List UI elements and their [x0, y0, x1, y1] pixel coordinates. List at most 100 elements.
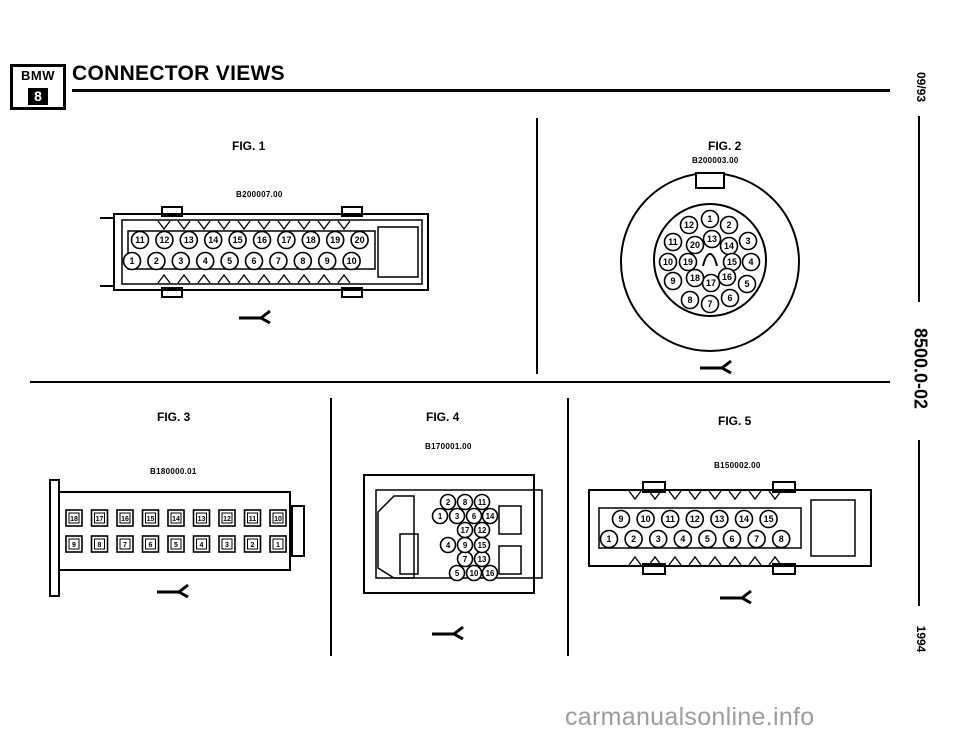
svg-text:5: 5 — [227, 256, 232, 266]
svg-text:12: 12 — [684, 220, 694, 230]
svg-text:1: 1 — [438, 512, 443, 521]
divider-vertical-bottom-right — [567, 398, 569, 656]
svg-text:11: 11 — [665, 514, 674, 524]
fig5-pin-8: 8 — [771, 529, 791, 549]
fig5-pin-5: 5 — [698, 529, 717, 549]
svg-text:18: 18 — [70, 516, 78, 523]
fig4-pin-5: 5 — [448, 564, 466, 582]
svg-text:4: 4 — [446, 541, 451, 550]
svg-text:16: 16 — [257, 235, 267, 245]
fig1-pin-10: 10 — [342, 251, 361, 271]
svg-text:3: 3 — [455, 512, 460, 521]
svg-text:13: 13 — [198, 516, 206, 523]
svg-text:4: 4 — [680, 534, 685, 544]
fig3-label: FIG. 3 — [157, 410, 191, 424]
svg-text:11: 11 — [668, 237, 677, 247]
fig4-part-number: B170001.00 — [425, 442, 472, 451]
fig2-label: FIG. 2 — [708, 139, 742, 153]
watermark-text: carmanualsonline.info — [565, 703, 815, 731]
fig5-pin-11: 11 — [660, 509, 680, 529]
fig4-pin-14: 14 — [481, 507, 499, 525]
fig5-part-number: B150002.00 — [714, 461, 761, 470]
svg-text:11: 11 — [135, 235, 144, 245]
fig4-label: FIG. 4 — [426, 410, 460, 424]
fig1-pin-18: 18 — [301, 230, 321, 250]
fig5-lock-arrow-icon — [720, 589, 752, 604]
svg-text:1: 1 — [708, 214, 713, 224]
fig1-pin-7: 7 — [269, 251, 288, 271]
svg-text:2: 2 — [727, 220, 732, 230]
fig2-pin-20: 20 — [685, 235, 705, 255]
fig1-label: FIG. 1 — [232, 139, 266, 153]
svg-text:6: 6 — [730, 534, 735, 544]
fig5-pin-2: 2 — [624, 529, 643, 549]
fig3-pin-18: 18 — [65, 509, 83, 527]
side-year: 1994 — [914, 625, 928, 653]
fig2-pin-16: 16 — [717, 267, 737, 287]
divider-vertical-bottom-left — [330, 398, 332, 656]
svg-text:9: 9 — [671, 276, 676, 286]
header-rule — [72, 89, 890, 92]
fig3-pin-7: 7 — [116, 535, 134, 553]
svg-text:12: 12 — [690, 514, 700, 524]
fig2-pin-11: 11 — [663, 232, 683, 252]
svg-text:18: 18 — [306, 235, 316, 245]
fig3-pin-6: 6 — [141, 535, 160, 553]
fig2-pin-13: 13 — [702, 229, 722, 249]
fig3-pin-11: 11 — [243, 509, 262, 527]
fig4-pin-9: 9 — [456, 536, 474, 554]
svg-text:12: 12 — [223, 516, 231, 523]
fig2-part-number: B200003.00 — [692, 156, 739, 165]
fig3-pin-9: 9 — [65, 535, 83, 553]
fig1-pin-19: 19 — [325, 230, 345, 250]
fig1-pin-13: 13 — [179, 230, 199, 250]
fig5-pin-1: 1 — [599, 529, 619, 549]
fig5-pin-10: 10 — [636, 509, 655, 529]
svg-text:16: 16 — [486, 569, 495, 578]
svg-text:15: 15 — [233, 235, 243, 245]
svg-text:8: 8 — [688, 295, 693, 305]
svg-text:9: 9 — [325, 256, 330, 266]
fig3-pin-8: 8 — [90, 535, 109, 553]
fig5-pin-15: 15 — [759, 509, 778, 529]
side-date: 09/93 — [914, 71, 928, 103]
svg-text:3: 3 — [225, 542, 229, 549]
svg-text:9: 9 — [463, 541, 468, 550]
fig4-pin-12: 12 — [473, 521, 491, 539]
fig3-pin-16: 16 — [116, 509, 134, 527]
fig1-pin-12: 12 — [155, 230, 174, 250]
fig1-pin-3: 3 — [171, 251, 191, 271]
svg-text:5: 5 — [745, 279, 750, 289]
svg-text:14: 14 — [172, 516, 180, 523]
svg-text:20: 20 — [355, 235, 365, 245]
fig2-pin-5: 5 — [737, 274, 757, 294]
fig5-pin-9: 9 — [611, 509, 631, 529]
fig3-pin-12: 12 — [218, 509, 236, 527]
fig2-pin-9: 9 — [663, 271, 683, 291]
fig2-pin-14: 14 — [719, 236, 739, 256]
fig2-pin-1: 1 — [700, 209, 720, 229]
svg-text:17: 17 — [281, 235, 291, 245]
fig4-pin-2: 2 — [439, 493, 457, 511]
fig2-pin-12: 12 — [679, 215, 699, 235]
svg-text:10: 10 — [470, 569, 479, 578]
fig1-lock-arrow-icon — [239, 309, 271, 324]
fig4-pin-16: 16 — [481, 564, 499, 582]
svg-text:2: 2 — [446, 498, 451, 507]
fig2-lock-arrow-icon — [700, 359, 732, 374]
fig2-pin-10: 10 — [658, 252, 678, 272]
fig3-lock-arrow-icon — [157, 583, 189, 598]
side-rule-2 — [918, 440, 920, 606]
fig5-pin-3: 3 — [648, 529, 668, 549]
svg-text:17: 17 — [96, 516, 104, 523]
svg-text:19: 19 — [330, 235, 340, 245]
svg-text:12: 12 — [478, 526, 487, 535]
fig2-pin-4: 4 — [741, 252, 761, 272]
fig1-pin-17: 17 — [277, 230, 296, 250]
fig5-pin-12: 12 — [685, 509, 705, 529]
svg-text:8: 8 — [463, 498, 468, 507]
svg-text:10: 10 — [347, 256, 357, 266]
